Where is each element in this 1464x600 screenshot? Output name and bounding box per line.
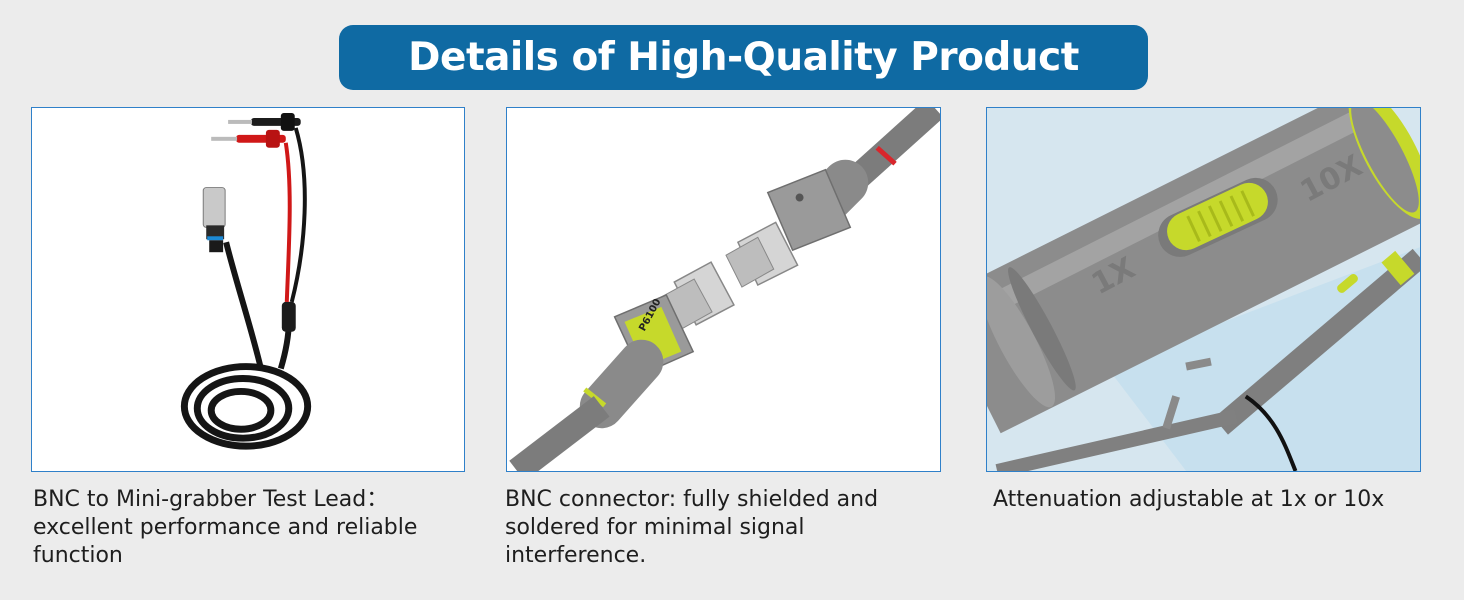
caption-line: excellent performance and reliable bbox=[33, 515, 418, 540]
caption-line: function bbox=[33, 543, 123, 568]
caption-bnc-connector: BNC connector: fully shielded and solder… bbox=[505, 486, 935, 570]
product-image-bnc-connector: P6100 bbox=[506, 107, 941, 472]
caption-attenuation: Attenuation adjustable at 1x or 10x bbox=[993, 486, 1423, 514]
title-banner: Details of High-Quality Product bbox=[339, 25, 1148, 90]
caption-line: BNC connector: fully shielded and bbox=[505, 487, 879, 512]
caption-line: Attenuation adjustable at 1x or 10x bbox=[993, 487, 1385, 512]
probe-switch-icon: 1X 10X bbox=[987, 108, 1420, 471]
caption-line: BNC to Mini-grabber Test Lead： bbox=[33, 487, 389, 512]
caption-test-lead: BNC to Mini-grabber Test Lead： excellent… bbox=[33, 486, 463, 570]
caption-line: interference. bbox=[505, 543, 647, 568]
product-image-probe-switch: 1X 10X bbox=[986, 107, 1421, 472]
bnc-connector-icon: P6100 bbox=[509, 108, 940, 471]
bnc-test-lead-icon bbox=[180, 112, 312, 450]
banner-title: Details of High-Quality Product bbox=[408, 35, 1079, 80]
product-image-test-lead bbox=[31, 107, 465, 472]
caption-line: soldered for minimal signal bbox=[505, 515, 805, 540]
